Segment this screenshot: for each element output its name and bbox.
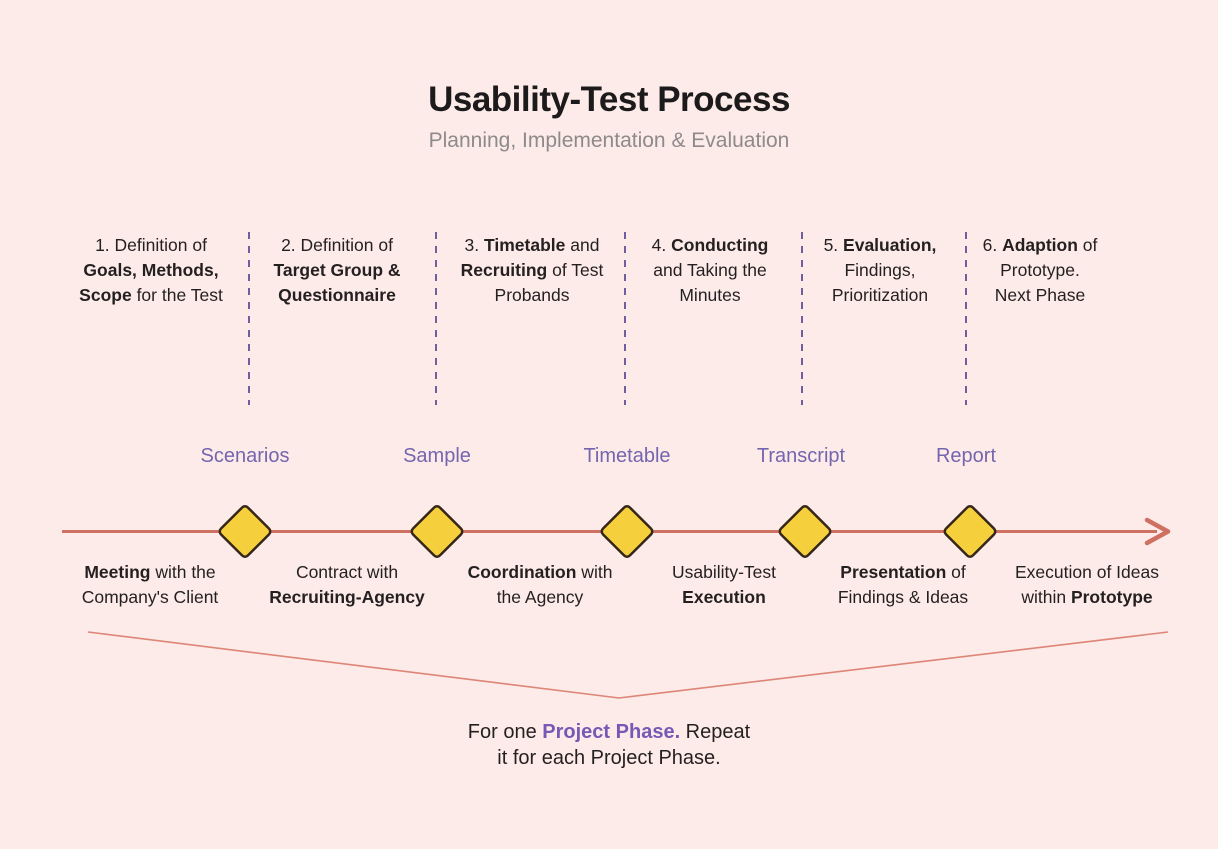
timeline-arrowhead-icon (1144, 517, 1171, 546)
phase-divider-4 (801, 232, 803, 405)
phase-divider-1 (248, 232, 250, 405)
milestone-label-transcript: Transcript (756, 445, 846, 467)
milestone-diamond-icon (218, 505, 272, 558)
milestone-label-sample: Sample (403, 445, 471, 467)
milestone-label-timetable: Timetable (583, 445, 671, 467)
milestone-diamond-icon (410, 505, 464, 558)
milestone-label-scenarios: Scenarios (200, 445, 290, 467)
milestone-diamond-icon (600, 505, 654, 558)
phase-divider-5 (965, 232, 967, 405)
phase-bracket (87, 631, 1169, 699)
milestone-diamond-icon (943, 505, 997, 558)
page-title: Usability-Test Process (428, 80, 790, 119)
phase-divider-2 (435, 232, 437, 405)
milestone-label-report: Report (935, 445, 997, 467)
phase-divider-3 (624, 232, 626, 405)
page-subtitle: Planning, Implementation & Evaluation (428, 129, 790, 152)
phase-description-5: 5. Evaluation,Findings,Prioritization (823, 235, 937, 305)
milestone-diamond-icon (778, 505, 832, 558)
